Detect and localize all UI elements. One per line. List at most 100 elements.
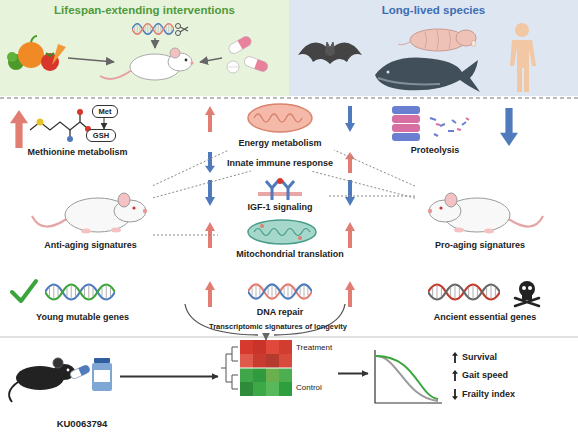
drug-icon <box>94 358 110 363</box>
panel: Long-lived species <box>289 0 578 96</box>
survival-plot <box>375 350 442 403</box>
check-icon <box>12 281 36 301</box>
dna-editing-icon <box>176 24 181 29</box>
heatmap-grid <box>240 340 253 354</box>
node-label: Proteolysis <box>385 145 485 156</box>
skull-icon <box>522 294 532 300</box>
mouse-icon <box>185 59 188 62</box>
dna-editing-icon <box>180 27 188 32</box>
dotted-connector <box>311 171 415 198</box>
pills-icon <box>228 67 238 68</box>
vegetables-icon <box>18 42 44 68</box>
change-arrow <box>500 108 518 146</box>
whale-icon <box>387 71 390 74</box>
group-label: Control <box>296 383 354 393</box>
heatmap-grid <box>253 382 266 396</box>
skull-icon <box>515 281 539 306</box>
drug-treatment: KU0063794 <box>8 352 120 432</box>
change-arrow <box>345 222 355 248</box>
change-arrow <box>345 152 355 173</box>
change-arrow <box>205 106 215 132</box>
dna-icon <box>248 284 312 298</box>
pills-icon <box>243 55 269 73</box>
heatmap-grid <box>221 340 294 396</box>
survival-plot <box>376 356 438 401</box>
node-label: Anti-aging signatures <box>28 240 153 251</box>
receptor-icon <box>266 181 278 200</box>
change-arrow <box>345 180 355 206</box>
pills-icon <box>227 35 253 56</box>
pills-icon <box>227 35 269 73</box>
panel-background <box>0 0 289 96</box>
outcome-arrow <box>452 370 458 381</box>
mole-rat-icon <box>398 42 410 45</box>
mouse-icon <box>190 61 193 64</box>
signature-group: Anti-aging signatures <box>28 178 153 252</box>
skull-icon <box>522 286 526 290</box>
pathway-item: Energy metabolism <box>225 102 335 150</box>
pills-icon <box>243 55 269 73</box>
mitochondrion-icon <box>248 104 312 132</box>
heatmap-grid <box>253 354 266 368</box>
heatmap-grid <box>240 368 253 382</box>
mitochondrion-icon <box>298 236 302 240</box>
mole-rat-icon <box>425 30 451 50</box>
drug-icon <box>69 364 91 380</box>
human-icon <box>510 40 536 92</box>
node-label: DNA repair <box>240 307 320 318</box>
heatmap-title: Transcriptomic signatures of longevity <box>193 322 363 331</box>
skull-icon <box>528 286 532 290</box>
black-mouse-icon <box>9 382 18 402</box>
node-label: Young mutable genes <box>20 312 145 323</box>
node-label: Mitochondrial translation <box>218 249 362 260</box>
mitochondrion-icon <box>248 220 316 244</box>
heatmap-grid <box>253 368 266 382</box>
gene-group: Ancient essential genes <box>420 278 550 325</box>
pathway-item: Innate immune response <box>212 155 348 171</box>
node-label: GSH <box>87 130 115 141</box>
dotted-connector <box>153 150 229 186</box>
drug-icon <box>94 370 110 382</box>
outcome-arrow <box>452 352 458 400</box>
mitochondrion-icon <box>260 224 264 228</box>
pathway-item: IGF-1 signaling <box>232 177 328 214</box>
outcome-plot: SurvivalGait speedFrailty index <box>368 346 548 408</box>
node-label: Energy metabolism <box>225 138 335 149</box>
pathway-item: Mitochondrial translation <box>218 218 362 262</box>
dotted-connector <box>153 171 251 198</box>
mitochondrion-icon <box>248 104 312 132</box>
heatmap: Transcriptomic signatures of longevityTr… <box>218 321 338 401</box>
dna-icon <box>248 284 312 298</box>
bracket-arrow <box>265 333 266 340</box>
survival-plot <box>376 356 438 399</box>
dotted-connector <box>334 150 415 186</box>
outcome-arrow <box>452 389 458 400</box>
dotted-connector <box>153 235 218 236</box>
proteasome-icon <box>392 106 420 114</box>
receptor-icon <box>258 178 302 200</box>
dna-editing-icon <box>132 24 188 36</box>
arrow-connector <box>338 373 368 375</box>
heatmap-grid <box>240 368 294 369</box>
bat-icon <box>326 42 334 48</box>
pills-icon <box>227 61 239 73</box>
pathway-item: DNA repair <box>240 278 320 320</box>
outcome-label: Gait speed <box>462 370 546 381</box>
heatmap-grid <box>279 340 292 354</box>
change-arrow <box>205 281 215 307</box>
panel: Lifespan-extending interventions <box>0 0 289 96</box>
proteasome-icon <box>392 106 469 141</box>
proteasome-icon <box>392 115 420 123</box>
change-arrow <box>205 180 215 206</box>
methionine-molecule <box>37 119 44 126</box>
change-arrow <box>205 222 215 248</box>
section-divider <box>0 98 578 99</box>
mole-rat-icon <box>398 29 476 51</box>
drug-icon <box>78 364 90 375</box>
intervention-arrow <box>200 58 222 62</box>
heatmap-grid <box>279 354 292 368</box>
bat-icon <box>298 43 362 64</box>
heatmap-grid <box>266 354 279 368</box>
dna-icon <box>45 285 115 300</box>
